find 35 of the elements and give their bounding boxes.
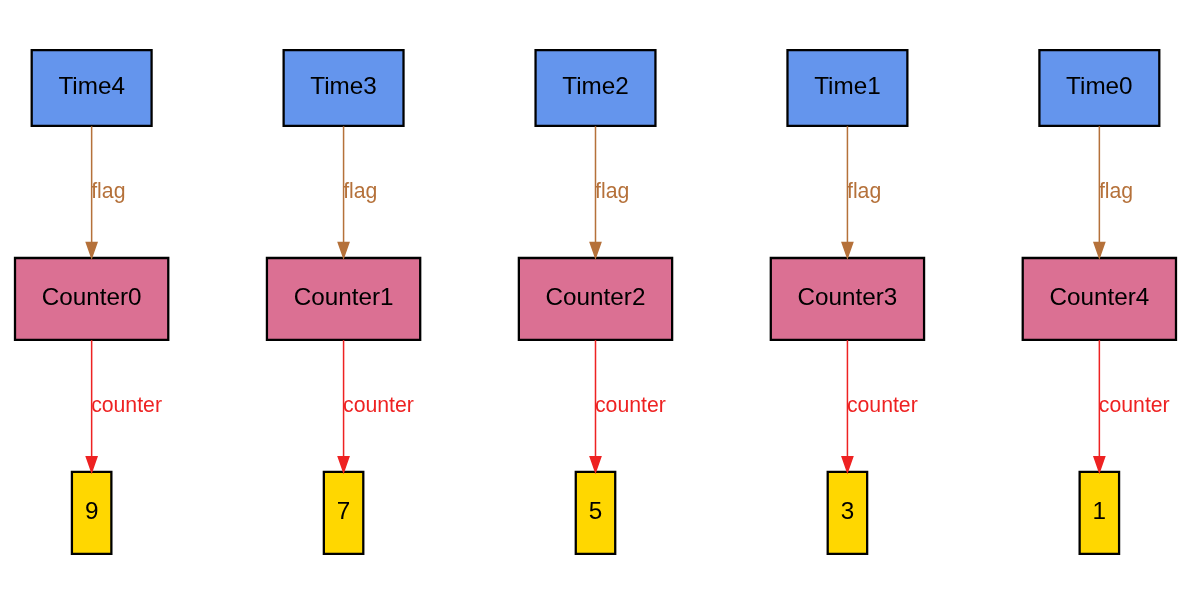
node-box: Counter1 [265,256,422,341]
node-box: Counter2 [517,256,674,341]
node-box: Counter0 [13,256,170,341]
node-box: 1 [1078,470,1121,555]
node-box: 5 [574,470,617,555]
node-box: Counter4 [1021,256,1178,341]
arrow [85,124,99,260]
node-box: 9 [70,470,113,555]
node-box: Counter3 [769,256,926,341]
edge-label: counter [91,392,162,417]
arrow [589,338,602,474]
node-box: Time3 [282,48,405,127]
arrow [85,338,99,474]
arrow [589,124,602,260]
arrow [841,124,854,260]
edge-label: counter [594,392,666,417]
node-box: Time0 [1038,48,1161,127]
node-box: Time2 [534,48,657,127]
arrow [1092,124,1106,260]
edge-label: flag [1098,178,1134,203]
node-box: Time4 [30,48,153,127]
edge-label: counter [1098,392,1170,417]
arrow [1092,338,1106,474]
arrow [337,124,350,260]
arrow [841,338,854,474]
node-box: Time1 [786,48,909,127]
edge-label: flag [91,178,126,203]
node-box: 3 [826,470,869,555]
edge-label: flag [595,178,630,203]
arrow [337,338,350,474]
edge-label: counter [343,392,414,417]
edge-label: flag [343,178,378,203]
edge-label: flag [847,178,882,203]
node-box: 7 [322,470,365,555]
edge-label: counter [846,392,918,417]
